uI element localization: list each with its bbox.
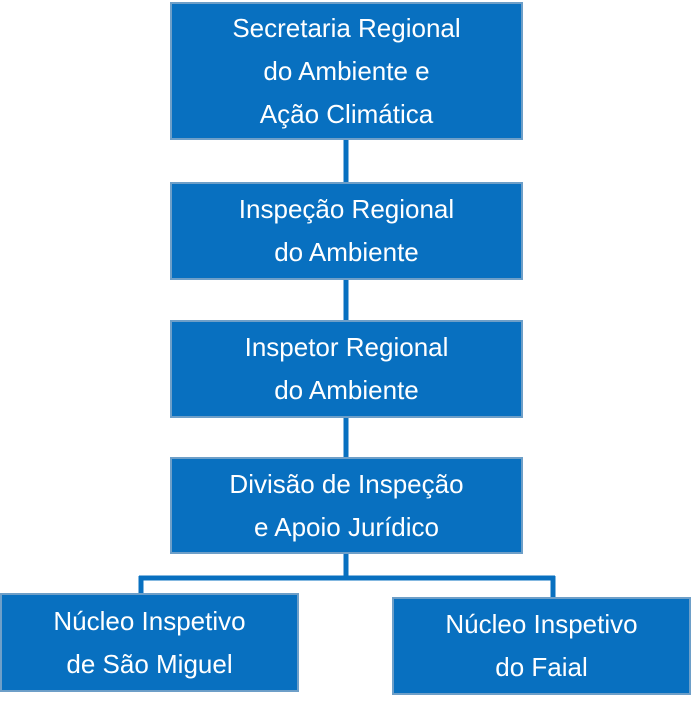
node-secretaria-line2: do Ambiente e: [263, 55, 430, 86]
node-inspecao-line2: do Ambiente: [274, 237, 419, 267]
node-nucleo-faial: Núcleo Inspetivo do Faial: [392, 597, 691, 695]
node-inspetor-regional: Inspetor Regional do Ambiente: [170, 320, 523, 418]
node-faial-line1: Núcleo Inspetivo: [445, 609, 638, 639]
node-secretaria-line3: Ação Climática: [259, 98, 434, 129]
node-inspetor-line1: Inspetor Regional: [244, 332, 449, 362]
node-inspetor-line2: do Ambiente: [274, 375, 419, 405]
node-divisao-line2: e Apoio Jurídico: [253, 511, 439, 542]
node-divisao-inspecao: Divisão de Inspeção e Apoio Jurídico: [170, 457, 523, 554]
node-inspecao-regional: Inspeção Regional do Ambiente: [170, 182, 523, 280]
node-sao-miguel-line1: Núcleo Inspetivo: [53, 605, 246, 636]
node-faial-line2: do Faial: [495, 652, 588, 682]
node-divisao-line1: Divisão de Inspeção: [229, 468, 464, 499]
node-inspecao-line1: Inspeção Regional: [238, 194, 455, 224]
node-nucleo-sao-miguel: Núcleo Inspetivo de São Miguel: [0, 593, 299, 692]
node-sao-miguel-line2: de São Miguel: [66, 648, 233, 679]
node-secretaria-regional: Secretaria Regional do Ambiente e Ação C…: [170, 2, 523, 140]
node-secretaria-line1: Secretaria Regional: [232, 12, 461, 43]
